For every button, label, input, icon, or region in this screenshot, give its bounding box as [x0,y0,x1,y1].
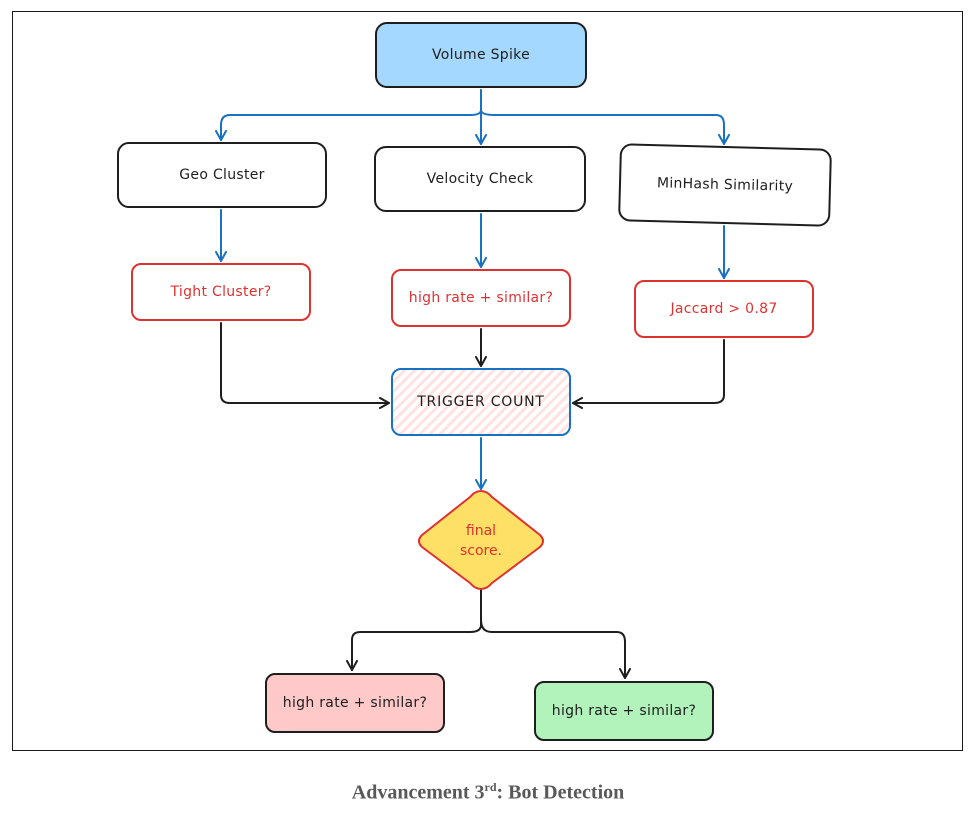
minhash-similarity-label: MinHash Similarity [656,175,794,195]
arrow-volume-to-geo [215,89,482,141]
arrow-jaccard-to-trigger [572,339,725,409]
high-rate-similar-label: high rate + similar? [408,290,554,306]
jaccard-label: Jaccard > 0.87 [670,301,778,317]
volume-spike-node: Volume Spike [375,22,587,88]
figure-caption: Advancement 3rd: Bot Detection [0,780,976,805]
outcome-green-label: high rate + similar? [551,703,697,719]
arrow-final-to-red [346,585,482,671]
trigger-count-node: TRIGGER COUNT [391,368,571,436]
arrow-final-to-green [480,619,631,679]
final-score-diamond [418,490,544,590]
caption-prefix: Advancement 3 [351,781,485,804]
final-score-line2: score. [459,543,503,559]
velocity-check-node: Velocity Check [374,146,586,212]
geo-cluster-node: Geo Cluster [117,142,327,208]
caption-superscript: rd [484,780,497,794]
jaccard-node: Jaccard > 0.87 [634,280,814,338]
geo-cluster-label: Geo Cluster [179,167,265,183]
final-score-label: final score. [441,508,521,574]
caption-suffix: : Bot Detection [496,781,625,804]
outcome-red-node: high rate + similar? [265,673,445,733]
arrow-tight-to-trigger [220,322,390,409]
volume-spike-label: Volume Spike [431,47,530,63]
arrow-volume-to-minhash [480,109,730,145]
high-rate-similar-node: high rate + similar? [391,269,571,327]
trigger-count-label: TRIGGER COUNT [417,394,545,410]
tight-cluster-node: Tight Cluster? [131,263,311,321]
outcome-green-node: high rate + similar? [534,681,714,741]
tight-cluster-label: Tight Cluster? [170,284,272,300]
outcome-red-label: high rate + similar? [282,695,428,711]
velocity-check-label: Velocity Check [426,171,534,187]
final-score-line1: final [465,523,497,539]
minhash-similarity-node: MinHash Similarity [618,143,832,227]
